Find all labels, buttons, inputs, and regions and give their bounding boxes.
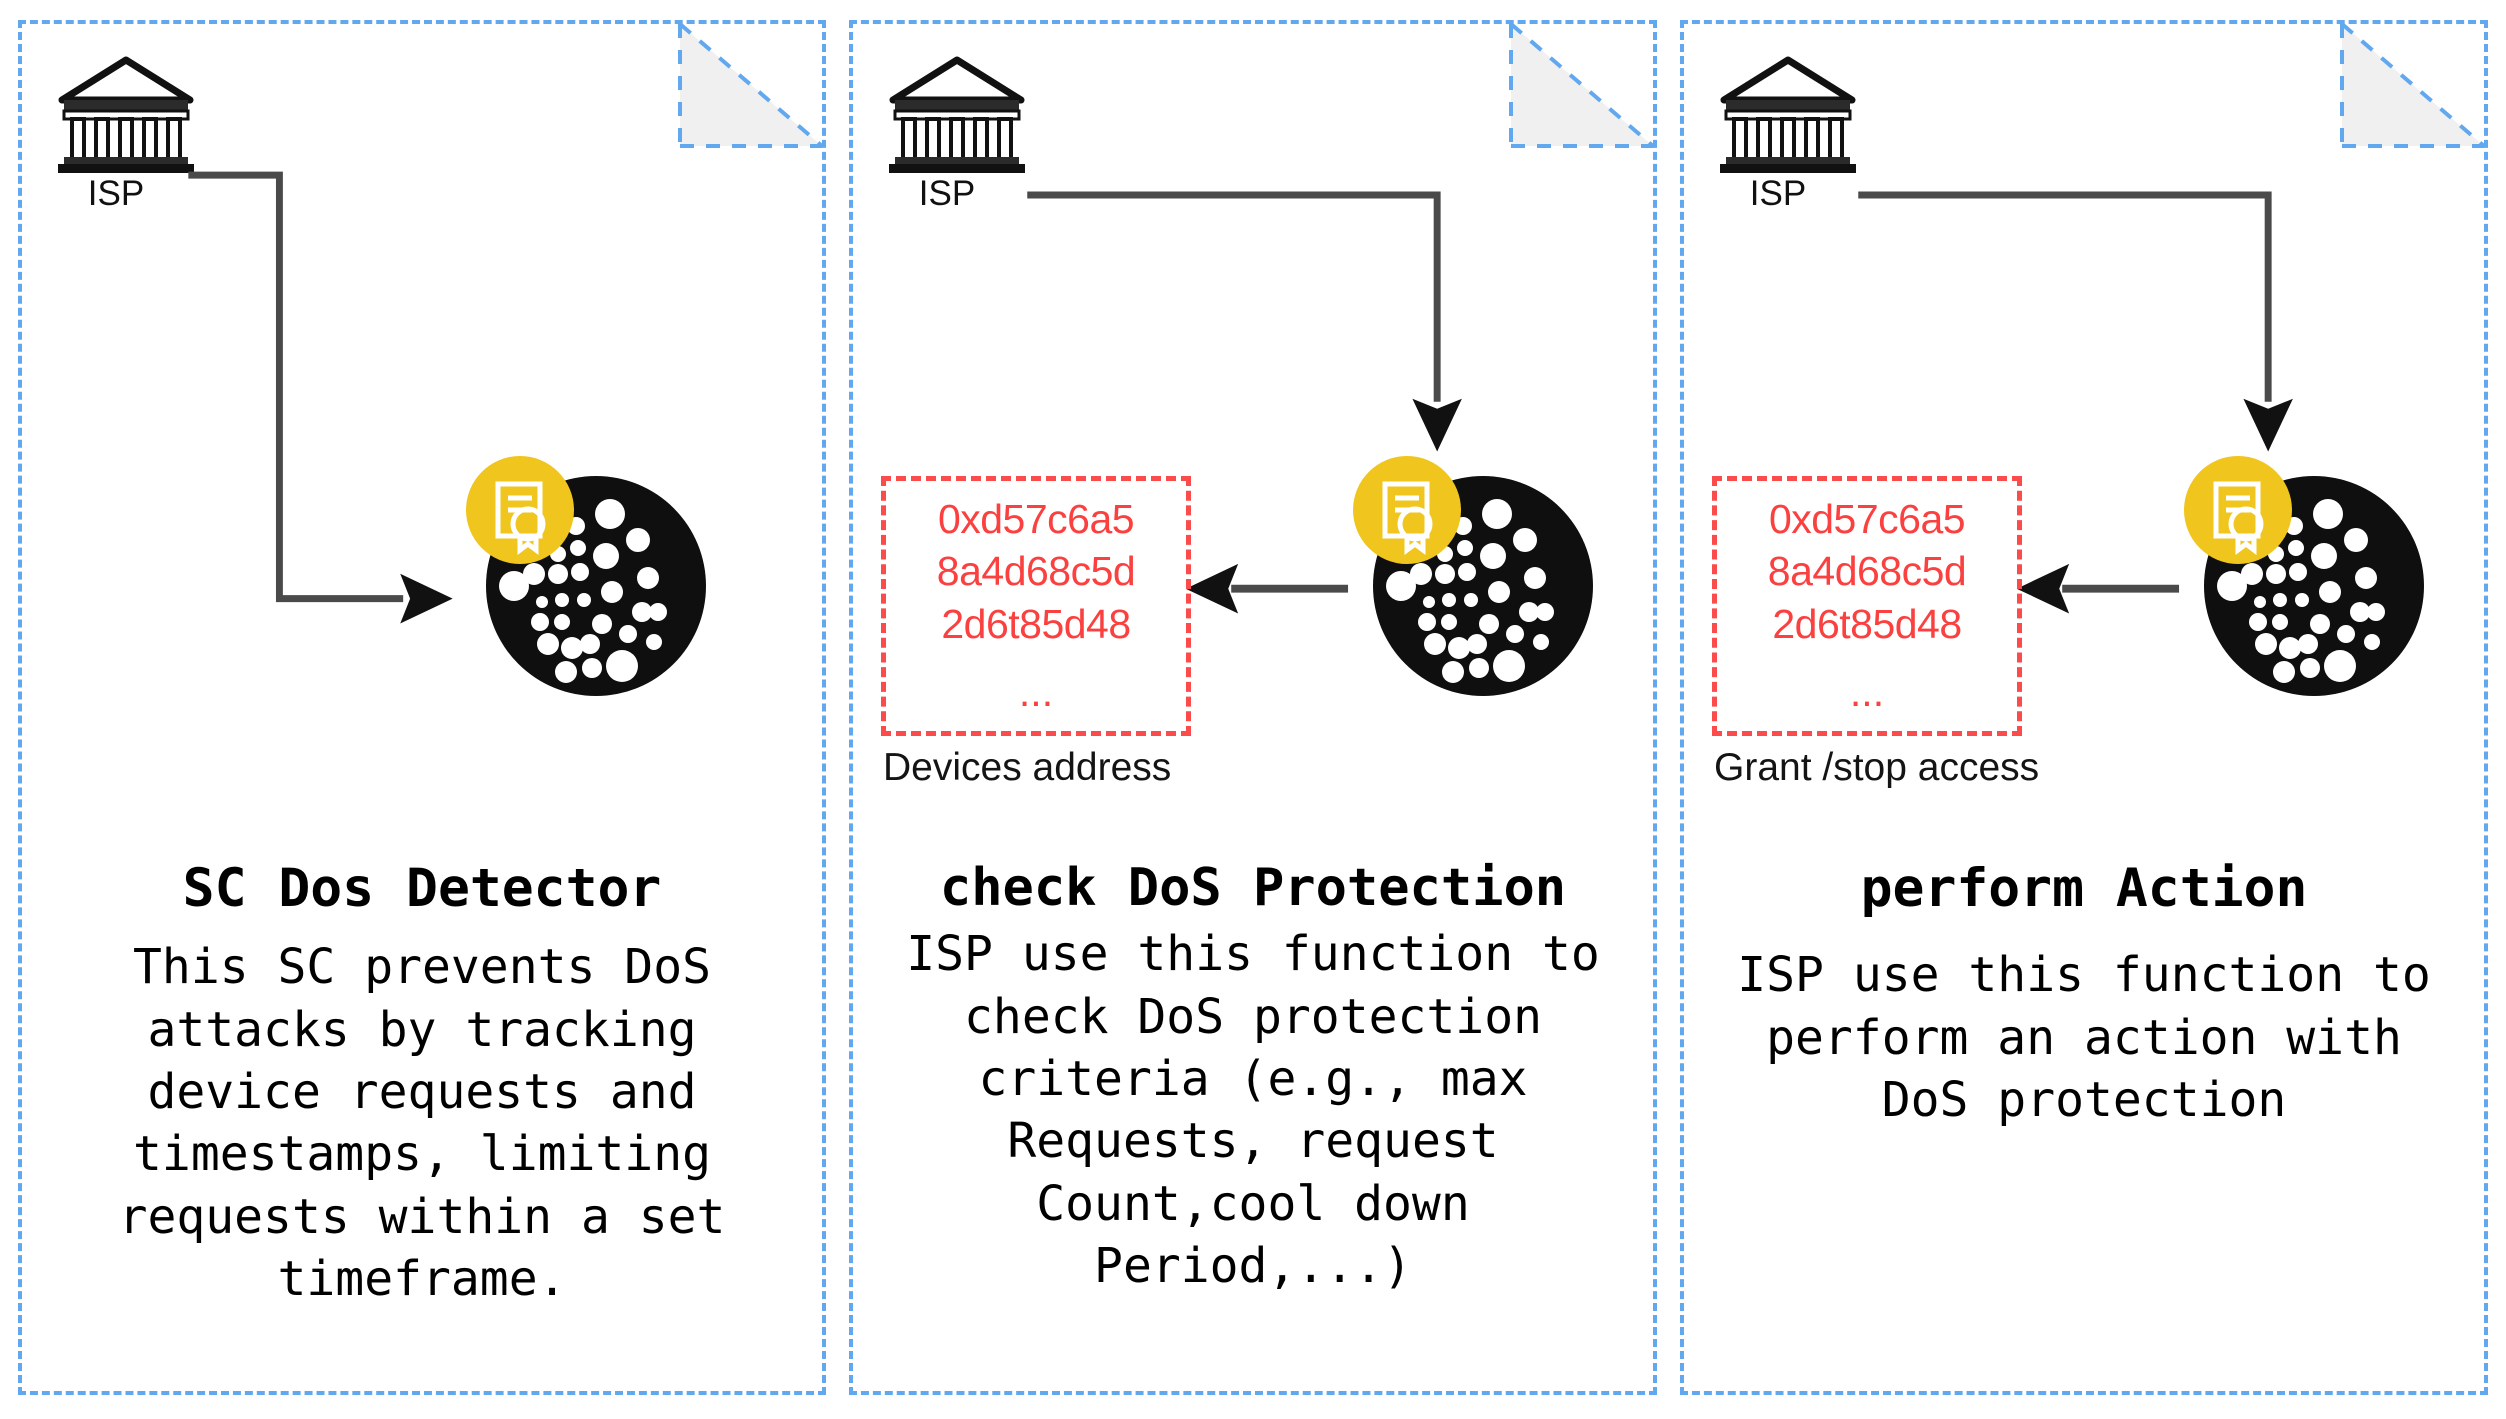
devices-address-box: 0xd57c6a5 8a4d68c5d 2d6t85d48 ... [881,476,1191,736]
iota-ledger-icon [1353,456,1593,696]
card-body: ISP use this function to perform an acti… [1737,947,2431,1129]
folded-corner [1507,20,1657,170]
address-ellipsis: ... [1849,669,1885,716]
elbow-arrow-down-icon [1027,191,1462,452]
card-text-block: perform Action ISP use this function to … [1684,858,2484,1131]
bank-icon [1720,56,1856,173]
arrow-left-icon [1185,563,1349,614]
address-line: 8a4d68c5d [936,548,1136,595]
isp-label: ISP [87,174,145,213]
folded-corner [676,20,826,170]
address-box-group: 0xd57c6a5 8a4d68c5d 2d6t85d48 ... Grant … [1712,476,2040,790]
address-ellipsis: ... [1018,669,1054,716]
iota-ledger-node [2180,452,2428,700]
card-text-block: check DoS Protection ISP use this functi… [853,858,1653,1298]
grant-stop-access-box: 0xd57c6a5 8a4d68c5d 2d6t85d48 ... [1712,476,2022,736]
card-body: This SC prevents DoS attacks by tracking… [118,939,726,1308]
address-line: 0xd57c6a5 [1768,496,1966,542]
bank-icon [58,56,194,173]
address-line: 8a4d68c5d [1767,548,1967,595]
folded-corner [2338,20,2488,170]
card-check-dos-protection: ISP [849,20,1657,1395]
isp-node: ISP [1718,54,1856,213]
card-title: SC Dos Detector [182,858,662,919]
card-title: check DoS Protection [939,858,1567,918]
iota-ledger-node [462,452,710,700]
address-line: 0xd57c6a5 [937,496,1135,542]
address-box-caption: Devices address [883,746,1172,789]
isp-label: ISP [918,174,976,213]
elbow-arrow-right-icon [188,171,453,624]
card-body: ISP use this function to check DoS prote… [906,926,1600,1295]
bank-icon [889,56,1025,173]
card-sc-dos-detector: ISP [18,20,826,1395]
card-text-block: SC Dos Detector This SC prevents DoS att… [22,858,822,1311]
iota-ledger-node [1349,452,1597,700]
isp-node: ISP [887,54,1025,213]
isp-node: ISP [56,54,194,213]
elbow-arrow-down-icon [1858,191,2293,452]
arrow-left-icon [2016,563,2180,614]
card-title: perform Action [1860,858,2308,919]
address-line: 2d6t85d48 [941,600,1131,647]
address-box-group: 0xd57c6a5 8a4d68c5d 2d6t85d48 ... Device… [881,476,1191,790]
iota-ledger-icon [466,456,706,696]
card-perform-action: ISP [1680,20,2488,1395]
address-line: 2d6t85d48 [1772,600,1962,647]
iota-ledger-icon [2184,456,2424,696]
address-box-caption: Grant /stop access [1714,746,2040,789]
isp-label: ISP [1749,174,1807,213]
